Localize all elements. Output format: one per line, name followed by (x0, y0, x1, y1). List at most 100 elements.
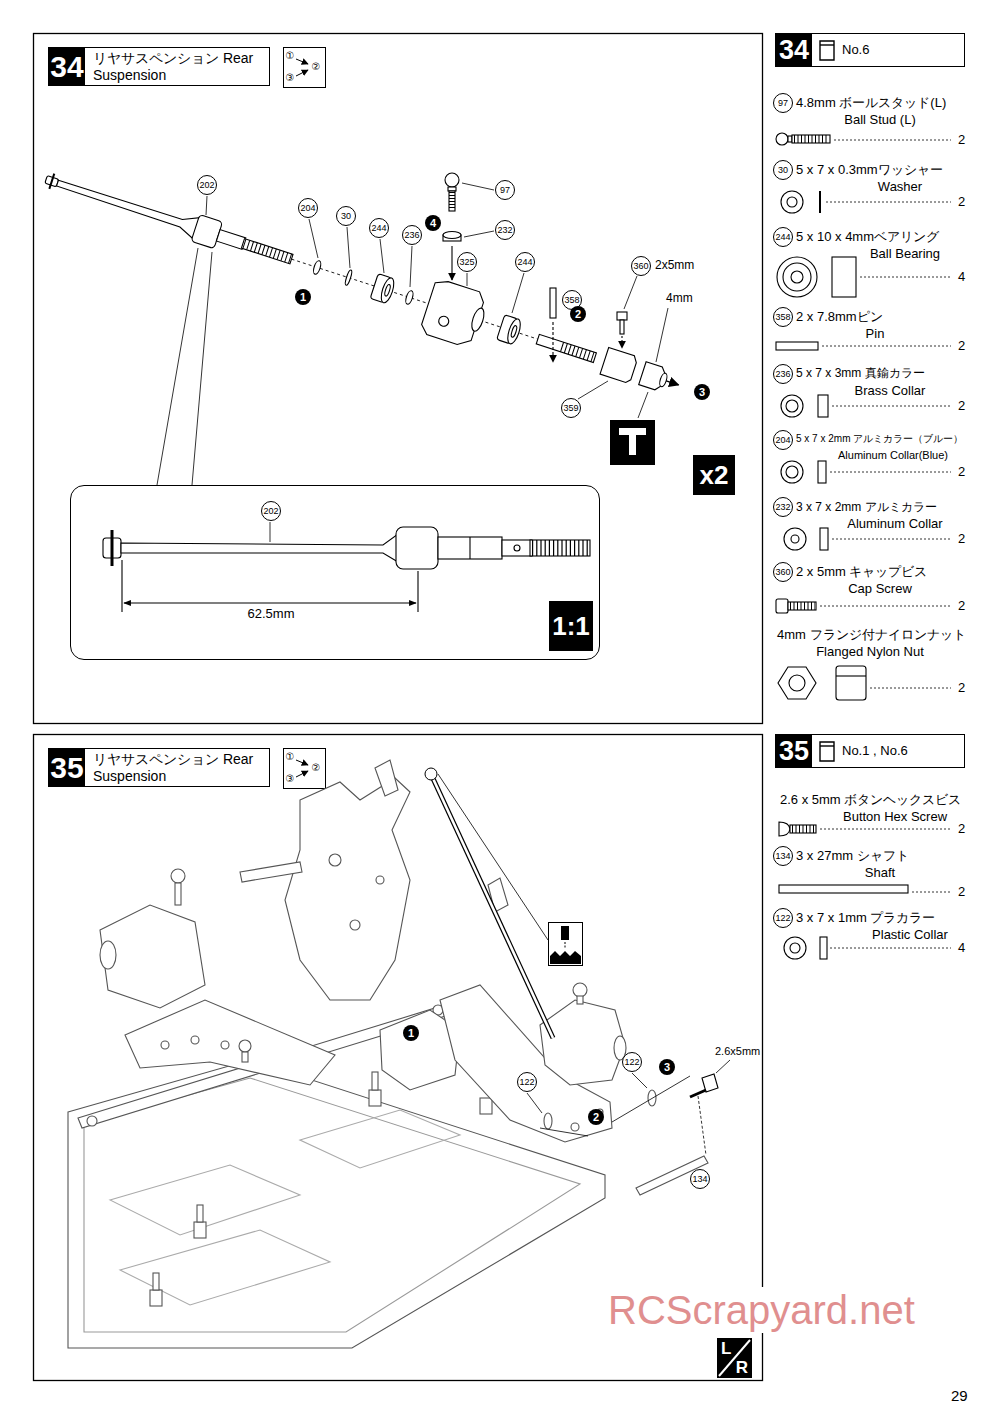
hex-wrench-icon (610, 420, 655, 465)
assembly-guide-line (632, 1073, 647, 1088)
order-icon (284, 48, 326, 88)
assembly-guide-line (690, 1090, 706, 1097)
callout-number: 202 (261, 501, 281, 521)
part-icon (786, 400, 798, 412)
driveshaft-full-scale (530, 540, 590, 556)
driveshaft (425, 768, 437, 780)
part-icon (776, 133, 788, 145)
part-icon (779, 885, 908, 893)
part-icon (819, 191, 821, 213)
part-text: 5 x 10 x 4mmベアリング (795, 229, 940, 245)
chassis-illustration (242, 1052, 248, 1062)
order-step-number: ① (283, 750, 297, 764)
step-number: 35 (49, 749, 85, 786)
quantity: 2 (957, 884, 966, 900)
order-icon (296, 771, 308, 777)
quantity: 2 (957, 338, 966, 354)
driveshaft-exploded (216, 230, 245, 250)
driveshaft-full-scale (103, 522, 590, 612)
chassis-illustration (369, 1090, 381, 1106)
part-icon (790, 825, 816, 833)
callout-number: 122 (622, 1052, 642, 1072)
chassis-illustration (571, 1123, 579, 1131)
quantity-leader (860, 277, 951, 278)
part-icon (818, 395, 828, 417)
thread-lock-icon (549, 923, 583, 966)
part-text: 5 x 7 x 2mm アルミカラー（ブルー） (795, 433, 964, 445)
driveshaft-full-scale (502, 540, 532, 556)
chassis-illustration (544, 1113, 552, 1129)
driveshaft-full-scale (121, 534, 398, 562)
dimension: 62.5mm (246, 606, 297, 621)
quantity-leader (832, 406, 951, 407)
part-icon (786, 466, 798, 478)
leader-line (157, 183, 668, 485)
driveshaft-exploded (419, 278, 486, 348)
callout-number: 360 (631, 256, 651, 276)
chassis-illustration (194, 1222, 206, 1238)
quantity: 2 (957, 680, 966, 696)
chassis-illustration (191, 1036, 199, 1044)
part-text: 3 x 7 x 2mm アルミカラー (795, 500, 938, 514)
part-name-english: Aluminum Collar(Blue) (838, 449, 948, 462)
chassis-illustration (161, 1041, 169, 1049)
leader-line (464, 231, 494, 237)
quantity: 2 (957, 132, 966, 148)
chassis-illustration (100, 905, 205, 1008)
chassis-illustration (197, 1205, 203, 1222)
quantity: 2 (957, 398, 966, 414)
driveshaft-exploded (191, 215, 222, 249)
ball-stud-and-collar (443, 232, 461, 239)
driveshaft-exploded (241, 239, 293, 264)
chassis-illustration (84, 1078, 580, 1332)
order-step-number: ③ (283, 772, 297, 786)
driveshaft-exploded (600, 347, 638, 383)
part-icon (781, 191, 803, 213)
part-text: 5 x 7 x 3mm 真鍮カラー (795, 366, 926, 380)
driveshaft-exploded (510, 325, 518, 338)
part-icon (789, 675, 805, 691)
step-number: 4 (425, 215, 441, 231)
callout-number: 236 (773, 364, 793, 384)
callout-number: 122 (773, 908, 793, 928)
part-icon (788, 602, 816, 610)
bag-number: No.6 (842, 42, 869, 57)
chassis-illustration (285, 778, 410, 1000)
step-title: リヤサスペンション Rear Suspension (93, 751, 263, 785)
order-icon (296, 70, 308, 76)
part-name-english: Pin (866, 326, 885, 342)
chassis-illustration (221, 1041, 229, 1049)
part-icon (776, 342, 818, 350)
quantity-leader (820, 606, 951, 607)
part-icon (781, 461, 803, 483)
chassis-illustration (239, 1040, 251, 1052)
chassis-illustration (153, 1273, 159, 1290)
watermark: RCScrapyard.net (608, 1287, 915, 1333)
page-number: 29 (951, 1387, 968, 1405)
callout-number: 122 (517, 1072, 537, 1092)
chassis-illustration (480, 1098, 492, 1114)
part-icon (820, 528, 828, 550)
step-number: 2 (570, 306, 586, 322)
lr-divider (719, 1340, 750, 1376)
part-name-english: Aluminum Collar (847, 516, 942, 532)
part-icon (788, 136, 792, 142)
chassis-illustration (573, 983, 587, 997)
part-icon (792, 135, 830, 143)
quantity-leader (830, 948, 951, 949)
step-number: 35 (776, 735, 812, 767)
assembly-guide-line (540, 1128, 588, 1136)
driveshaft-exploded (469, 307, 486, 333)
chassis-illustration (376, 876, 384, 884)
order-step-number: ③ (283, 71, 297, 85)
callout-number: 325 (457, 252, 477, 272)
side-letter: R (736, 1359, 748, 1376)
step-number: 3 (659, 1059, 675, 1075)
part-icon (777, 257, 817, 297)
left-right-badge: LR (717, 1338, 752, 1378)
callout-number: 204 (773, 430, 793, 450)
leader-line (206, 196, 207, 215)
hex-wrench-icon (610, 420, 655, 465)
leader-line (347, 227, 350, 268)
